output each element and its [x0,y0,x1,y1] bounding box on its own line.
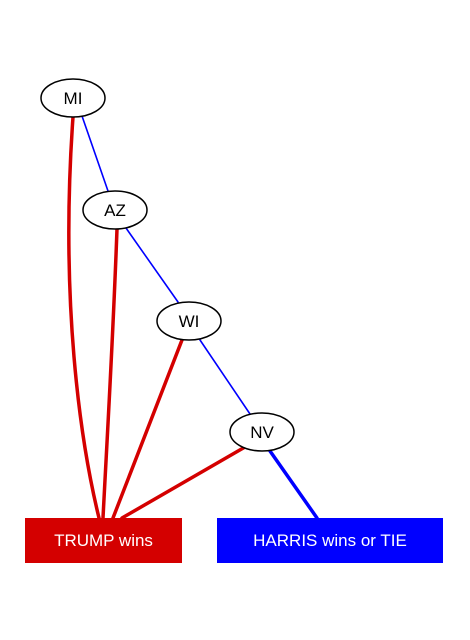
edge-wi-to-trump [111,338,184,520]
node-nv-label: NV [250,423,274,442]
node-mi-label: MI [64,89,83,108]
node-az-ellipse [82,190,148,230]
edge-mi-to-az [81,115,109,192]
outcome-harris: HARRIS wins or TIE [217,518,443,563]
node-wi-ellipse [156,301,222,341]
node-az-label: AZ [104,201,126,220]
node-nv: NV [229,412,295,452]
node-mi-ellipse [40,78,106,118]
outcome-harris-label: HARRIS wins or TIE [253,531,407,550]
edge-nv-to-trump [120,445,247,520]
node-az: AZ [82,190,148,230]
edge-az-to-wi [125,227,179,303]
outcome-harris-box [217,518,443,563]
outcome-trump: TRUMP wins [25,518,182,563]
edges-layer [67,115,319,520]
edge-mi-to-trump [67,115,101,520]
outcome-trump-label: TRUMP wins [54,531,153,550]
node-wi-label: WI [179,312,200,331]
outcome-trump-box [25,518,182,563]
node-nv-ellipse [229,412,295,452]
node-wi: WI [156,301,222,341]
edge-nv-to-harris [268,449,319,520]
edge-wi-to-nv [199,339,251,415]
edge-az-to-trump [101,227,119,520]
node-mi: MI [40,78,106,118]
